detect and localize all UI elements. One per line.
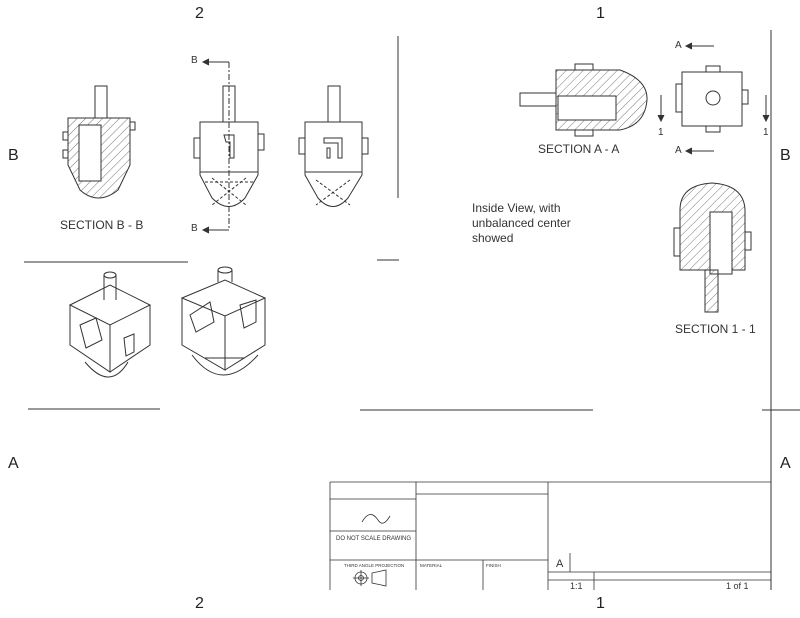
section-aa-caption: SECTION A - A	[538, 142, 620, 156]
side-view	[298, 85, 369, 207]
section-bb-view	[62, 85, 136, 199]
cut-label-a-top: A	[675, 40, 682, 51]
section-bb-caption: SECTION B - B	[60, 218, 144, 232]
zone-label-bottom-2: 2	[195, 595, 204, 612]
zone-label-top-2: 2	[195, 5, 204, 22]
cut-label-1-left: 1	[658, 127, 664, 138]
zone-label-right-a: A	[780, 455, 791, 472]
scale-value: 1:1	[570, 581, 583, 591]
zone-label-right-b: B	[780, 147, 791, 164]
cut-label-b-top: B	[191, 55, 198, 66]
front-view	[193, 58, 265, 234]
section-11-caption: SECTION 1 - 1	[675, 322, 756, 336]
isometric-view-2	[180, 266, 267, 376]
title-block	[329, 481, 771, 590]
zone-label-top-1: 1	[596, 5, 605, 22]
inside-view-note: Inside View, with unbalanced center show…	[472, 201, 571, 245]
isometric-view-1	[68, 271, 152, 378]
third-angle-label: THIRD ANGLE PROJECTION	[344, 563, 405, 568]
material-label: MATERIAL	[420, 563, 443, 568]
sheet-number-value: 1 of 1	[726, 581, 749, 591]
zone-label-bottom-1: 1	[596, 595, 605, 612]
sheet-size-value: A	[556, 558, 564, 570]
zone-label-left-b: B	[8, 147, 19, 164]
cut-label-b-bottom: B	[191, 223, 198, 234]
section-11-view	[673, 182, 752, 313]
zone-label-left-a: A	[8, 455, 19, 472]
finish-label: FINISH	[486, 563, 501, 568]
top-view	[657, 42, 770, 155]
section-aa-view	[519, 63, 648, 137]
cut-label-a-bottom: A	[675, 145, 682, 156]
do-not-scale-label: DO NOT SCALE DRAWING	[336, 536, 412, 542]
cut-label-1-right: 1	[763, 127, 769, 138]
